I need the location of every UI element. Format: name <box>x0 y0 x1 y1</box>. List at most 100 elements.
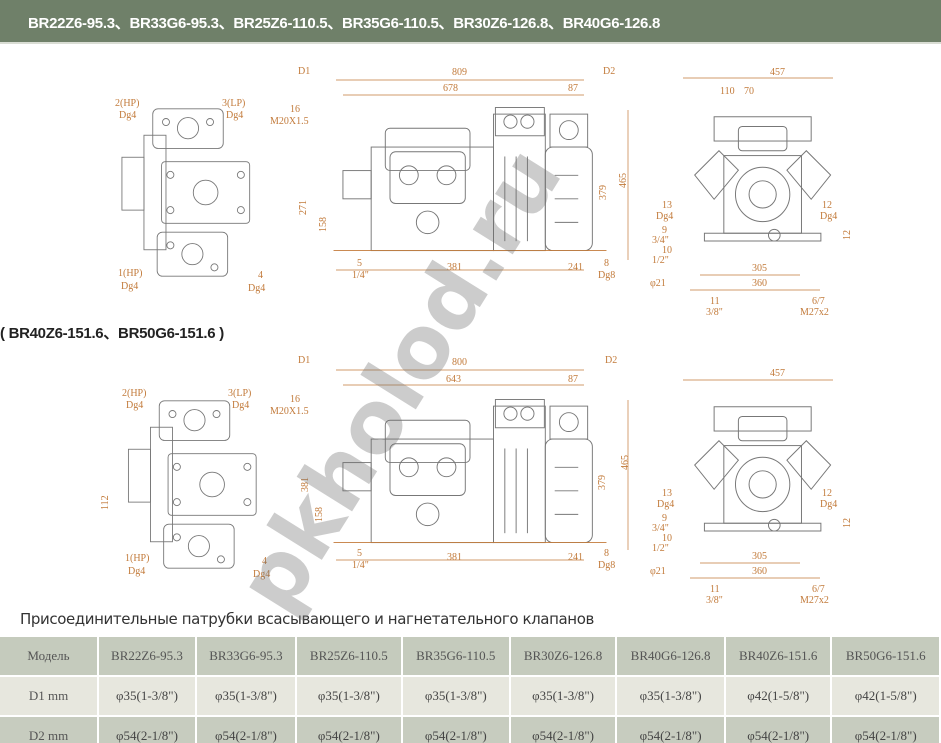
dim-label: 16 <box>290 104 300 115</box>
dim-label: 158 <box>318 217 329 232</box>
dim-label: Dg4 <box>119 110 137 121</box>
dim-label: Dg4 <box>656 211 674 222</box>
dim-label: 3/8" <box>706 595 723 606</box>
header-cell: BR33G6-95.3 <box>195 637 297 677</box>
dim-label: Dg4 <box>820 211 838 222</box>
dim-label: Dg4 <box>232 400 250 411</box>
dim-label: 110 <box>720 86 735 97</box>
header-cell: BR25Z6-110.5 <box>295 637 403 677</box>
dim-label: 465 <box>618 173 629 188</box>
dim-label: 3(LP) <box>228 388 252 399</box>
header-cell: BR22Z6-95.3 <box>98 637 197 677</box>
table-cell: φ35(1-3/8") <box>195 676 297 717</box>
dim-label: 9 <box>662 513 667 524</box>
dim-label: 1/2" <box>652 255 669 266</box>
dim-label: Dg4 <box>121 281 139 292</box>
row-label: D2 mm <box>0 716 99 743</box>
table-cell: φ35(1-3/8") <box>509 676 618 717</box>
dim-label: 6/7 <box>812 296 825 307</box>
dim-label: 809 <box>452 67 467 78</box>
dim-label: 16 <box>290 394 300 405</box>
table-cell: φ54(2-1/8") <box>401 716 511 743</box>
dim-label: 305 <box>752 263 767 274</box>
table-cell: φ54(2-1/8") <box>724 716 833 743</box>
dim-label: 678 <box>443 83 458 94</box>
dim-label: 9 <box>662 225 667 236</box>
dim-label: 3/4" <box>652 235 669 246</box>
dim-label: 12 <box>842 230 853 240</box>
table-cell: φ35(1-3/8") <box>401 676 511 717</box>
dim-label: 465 <box>620 455 631 470</box>
section-2-title: ( BR40Z6-151.6、BR50G6-151.6 ) <box>0 325 224 342</box>
dim-label: 4 <box>262 556 267 567</box>
dim-label: M27x2 <box>800 307 829 318</box>
dim-label: D1 <box>298 66 311 77</box>
dim-label: 379 <box>598 185 609 200</box>
dim-label: 1/4" <box>352 560 369 571</box>
dim-label: 2(HP) <box>115 98 140 109</box>
dim-label: 241 <box>568 552 583 563</box>
dim-label: 305 <box>752 551 767 562</box>
table-cell: φ54(2-1/8") <box>509 716 618 743</box>
dim-label: 5 <box>357 258 362 269</box>
dim-label: 10 <box>662 533 672 544</box>
header-cell: BR30Z6-126.8 <box>509 637 618 677</box>
front-view-drawing-1 <box>694 116 832 242</box>
side-view-drawing-2 <box>333 399 607 544</box>
table-cell: φ35(1-3/8") <box>616 676 726 717</box>
dim-label: D2 <box>605 355 618 366</box>
dim-label: 2(HP) <box>122 388 147 399</box>
table-cell: φ54(2-1/8") <box>616 716 726 743</box>
dim-label: M27x2 <box>800 595 829 606</box>
dim-label: Dg4 <box>820 499 838 510</box>
dim-label: 643 <box>446 374 461 385</box>
dim-label: 3/4" <box>652 523 669 534</box>
dim-label: 87 <box>568 374 578 385</box>
header-cell: BR35G6-110.5 <box>401 637 511 677</box>
dim-label: 10 <box>662 245 672 256</box>
top-view-drawing-1 <box>121 108 251 277</box>
dim-label: M20X1.5 <box>270 406 309 417</box>
dim-label: 6/7 <box>812 584 825 595</box>
header-cell: BR50G6-151.6 <box>831 637 941 677</box>
banner-title: BR22Z6-95.3、BR33G6-95.3、BR25Z6-110.5、BR3… <box>28 15 660 32</box>
dim-label: 379 <box>597 475 608 490</box>
dim-label: 1/4" <box>352 270 369 281</box>
dim-label: φ21 <box>650 278 666 289</box>
header-cell: BR40G6-126.8 <box>616 637 726 677</box>
dim-label: 381 <box>300 477 311 492</box>
dim-label: 1/2" <box>652 543 669 554</box>
models-banner: BR22Z6-95.3、BR33G6-95.3、BR25Z6-110.5、BR3… <box>0 0 941 44</box>
dim-label: 800 <box>452 357 467 368</box>
dim-label: Dg4 <box>226 110 244 121</box>
dim-label: 457 <box>770 368 785 379</box>
dim-label: 360 <box>752 566 767 577</box>
dim-label: 87 <box>568 83 578 94</box>
dim-label: 4 <box>258 270 263 281</box>
dim-label: Dg8 <box>598 560 616 571</box>
table-cell: φ54(2-1/8") <box>831 716 941 743</box>
dim-label: 3/8" <box>706 307 723 318</box>
table-cell: φ35(1-3/8") <box>98 676 197 717</box>
dim-label: 13 <box>662 200 672 211</box>
top-view-drawing-2 <box>127 400 257 569</box>
dim-label: 8 <box>604 548 609 559</box>
dim-label: 158 <box>314 507 325 522</box>
dim-label: 1(HP) <box>125 553 150 564</box>
dim-label: Dg4 <box>128 566 146 577</box>
dim-label: 11 <box>710 296 720 307</box>
dim-label: 5 <box>357 548 362 559</box>
dim-label: 70 <box>744 86 754 97</box>
table-cell: φ42(1-5/8") <box>724 676 833 717</box>
dim-label: 360 <box>752 278 767 289</box>
table-row: D1 mm φ35(1-3/8") φ35(1-3/8") φ35(1-3/8"… <box>0 676 941 717</box>
dim-label: 12 <box>842 518 853 528</box>
dim-label: 8 <box>604 258 609 269</box>
dim-label: 12 <box>822 488 832 499</box>
dim-label: 11 <box>710 584 720 595</box>
table-row: D2 mm φ54(2-1/8") φ54(2-1/8") φ54(2-1/8"… <box>0 716 941 743</box>
dim-label: D2 <box>603 66 616 77</box>
header-cell: BR40Z6-151.6 <box>724 637 833 677</box>
